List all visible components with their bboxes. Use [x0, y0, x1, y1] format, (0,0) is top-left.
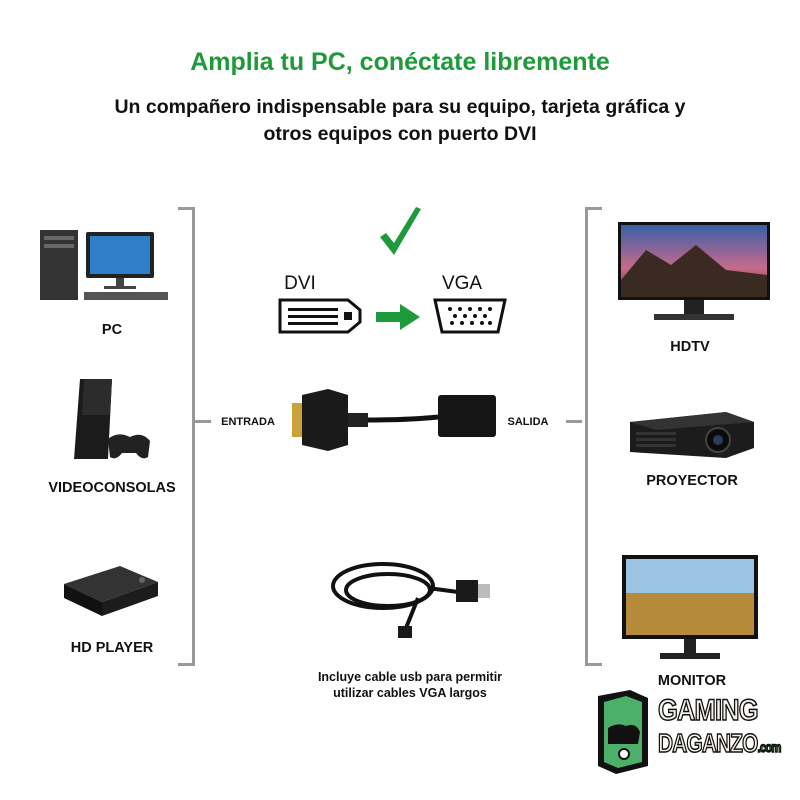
logo-text-daganzo: DAGANZO.com — [657, 727, 782, 759]
logo-text-gaming: GAMING — [657, 693, 759, 728]
game-console-icon — [74, 379, 150, 459]
monitor-icon — [622, 555, 758, 659]
usb-note-line-1: Incluye cable usb para permitir — [317, 670, 503, 684]
vga-label: VGA — [441, 273, 483, 294]
tv-icon — [618, 222, 770, 320]
dvi-port-icon — [278, 298, 362, 334]
gaming-daganzo-logo: GAMING DAGANZO.com — [592, 688, 782, 774]
left-connector-line — [195, 420, 211, 423]
subtitle-line-2: otros equipos con puerto DVI — [263, 123, 537, 145]
device-label-hdtv: HDTV — [670, 339, 710, 355]
checkmark-icon — [380, 207, 421, 255]
input-label: ENTRADA — [221, 416, 275, 428]
dvi-label: DVI — [284, 273, 316, 294]
arrow-right-icon — [376, 304, 420, 330]
usb-cable-image — [331, 562, 490, 638]
output-label: SALIDA — [507, 416, 549, 428]
device-label-hd-player: HD PLAYER — [70, 640, 154, 656]
media-player-box-icon — [64, 566, 158, 616]
right-bracket — [585, 207, 602, 666]
subtitle-line-1: Un compañero indispensable para su equip… — [114, 96, 686, 118]
headline: Amplia tu PC, conéctate libremente — [190, 48, 610, 76]
device-label-pc: PC — [101, 322, 123, 338]
logo-daganzo: DAGANZO — [657, 727, 759, 759]
device-label-proyector: PROYECTOR — [646, 473, 738, 489]
dvi-vga-adapter-image — [292, 389, 496, 451]
usb-note-line-2: utilizar cables VGA largos — [333, 686, 487, 700]
desktop-pc-icon — [40, 230, 168, 300]
pc-tower-gamepad-logo-icon — [598, 690, 648, 774]
logo-suffix: .com — [757, 738, 782, 756]
device-label-monitor: MONITOR — [657, 673, 727, 689]
vga-port-icon — [433, 298, 507, 334]
right-connector-line — [566, 420, 582, 423]
projector-icon — [630, 412, 754, 458]
device-label-videoconsolas: VIDEOCONSOLAS — [48, 480, 176, 496]
left-bracket — [178, 207, 195, 666]
